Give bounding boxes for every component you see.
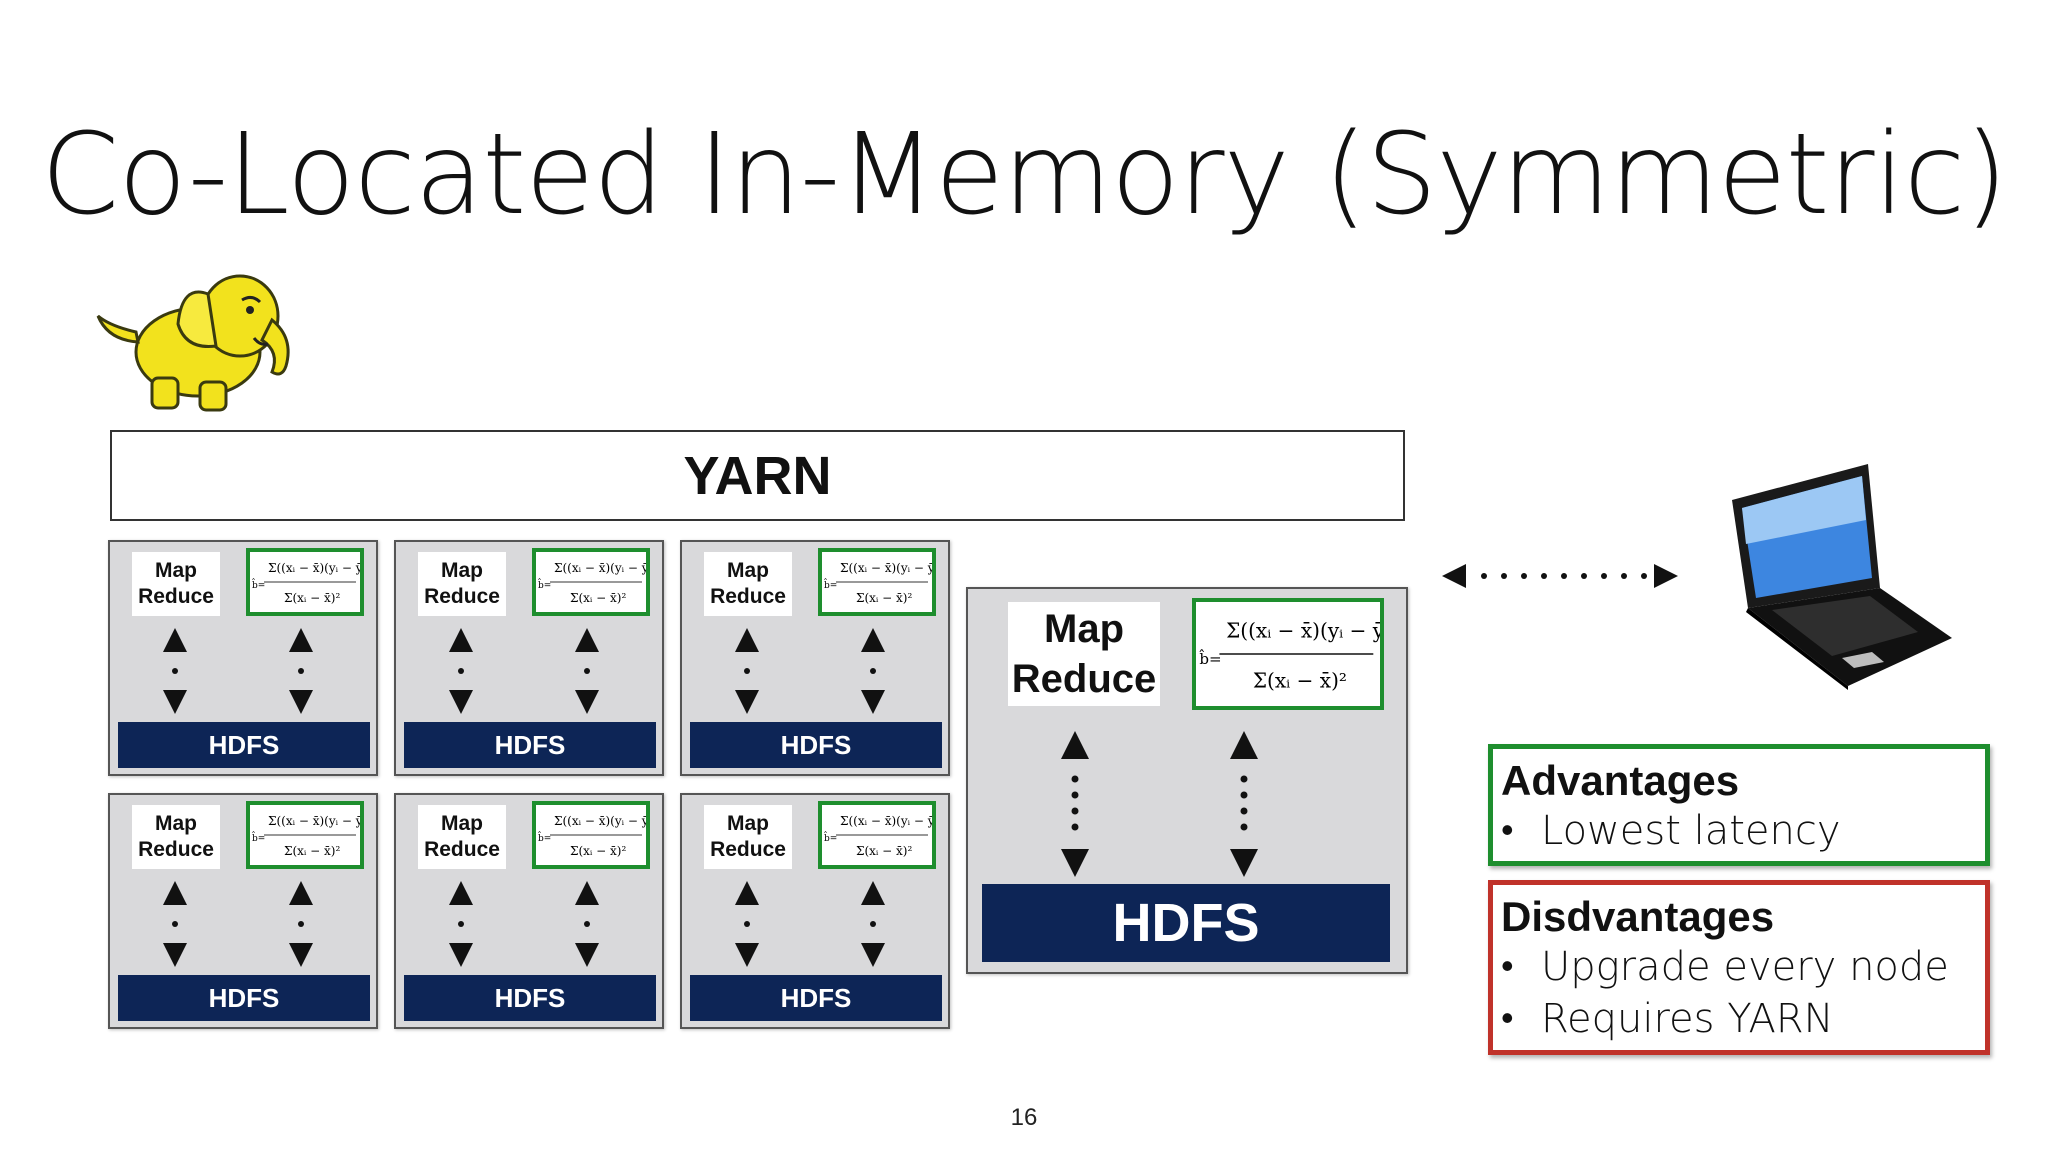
- svg-text:b̂=: b̂=: [538, 831, 552, 844]
- bidirectional-dotted-arrow-icon: [1442, 564, 1678, 588]
- map-reduce-label: Map Reduce: [132, 552, 220, 616]
- bidirectional-arrow: [449, 628, 473, 714]
- svg-text:b̂=: b̂=: [824, 578, 838, 591]
- hdfs-layer: HDFS: [404, 722, 656, 768]
- bidirectional-arrow: [1230, 731, 1258, 877]
- bidirectional-arrow: [861, 628, 885, 714]
- regression-formula: Σ((xᵢ − x̄)(yᵢ − ȳ))b̂= Σ(xᵢ − x̄)²: [818, 801, 936, 869]
- regression-formula: Σ((xᵢ − x̄)(yᵢ − ȳ))b̂= Σ(xᵢ − x̄)²: [532, 801, 650, 869]
- cluster-node: Map Reduce Σ((xᵢ − x̄)(yᵢ − ȳ))b̂= Σ(xᵢ −…: [108, 540, 378, 776]
- svg-text:Σ(xᵢ − x̄)²: Σ(xᵢ − x̄)²: [1253, 668, 1347, 692]
- map-reduce-label: Map Reduce: [704, 805, 792, 869]
- bidirectional-arrow: [289, 628, 313, 714]
- bidirectional-arrow: [163, 628, 187, 714]
- svg-text:b̂=: b̂=: [252, 578, 266, 591]
- cluster-node: Map Reduce Σ((xᵢ − x̄)(yᵢ − ȳ))b̂= Σ(xᵢ −…: [394, 540, 664, 776]
- bidirectional-arrow: [163, 881, 187, 967]
- svg-text:Σ(xᵢ − x̄)²: Σ(xᵢ − x̄)²: [856, 844, 912, 858]
- bidirectional-arrow: [449, 881, 473, 967]
- svg-text:Σ((xᵢ − x̄)(yᵢ − ȳ)): Σ((xᵢ − x̄)(yᵢ − ȳ)): [268, 814, 360, 828]
- large-cluster-node: Map Reduce Σ((xᵢ − x̄)(yᵢ − ȳ))b̂= Σ(xᵢ −…: [966, 587, 1408, 974]
- svg-text:Σ((xᵢ − x̄)(yᵢ − ȳ)): Σ((xᵢ − x̄)(yᵢ − ȳ)): [554, 561, 646, 575]
- hdfs-layer: HDFS: [404, 975, 656, 1021]
- svg-text:Σ((xᵢ − x̄)(yᵢ − ȳ)): Σ((xᵢ − x̄)(yᵢ − ȳ)): [840, 561, 932, 575]
- bidirectional-arrow: [861, 881, 885, 967]
- cluster-node: Map Reduce Σ((xᵢ − x̄)(yᵢ − ȳ))b̂= Σ(xᵢ −…: [680, 793, 950, 1029]
- hdfs-layer: HDFS: [118, 722, 370, 768]
- cluster-node: Map Reduce Σ((xᵢ − x̄)(yᵢ − ȳ))b̂= Σ(xᵢ −…: [680, 540, 950, 776]
- advantages-list: •Lowest latency: [1501, 805, 1985, 857]
- regression-formula: Σ((xᵢ − x̄)(yᵢ − ȳ))b̂= Σ(xᵢ − x̄)²: [532, 548, 650, 616]
- svg-text:b̂=: b̂=: [252, 831, 266, 844]
- hdfs-layer: HDFS: [118, 975, 370, 1021]
- map-reduce-label: Map Reduce: [418, 805, 506, 869]
- laptop-icon: [1732, 464, 1952, 690]
- hadoop-elephant-logo: [96, 274, 290, 412]
- bullet-icon: •: [1501, 998, 1514, 1039]
- svg-text:Σ((xᵢ − x̄)(yᵢ − ȳ)): Σ((xᵢ − x̄)(yᵢ − ȳ)): [554, 814, 646, 828]
- map-reduce-label: Map Reduce: [1008, 602, 1160, 706]
- svg-text:Σ(xᵢ − x̄)²: Σ(xᵢ − x̄)²: [570, 591, 626, 605]
- svg-text:b̂=: b̂=: [538, 578, 552, 591]
- map-reduce-label: Map Reduce: [418, 552, 506, 616]
- map-reduce-label: Map Reduce: [704, 552, 792, 616]
- bidirectional-arrow: [575, 881, 599, 967]
- bullet-icon: •: [1501, 810, 1514, 851]
- list-item: •Lowest latency: [1501, 805, 1985, 857]
- advantages-box: Advantages •Lowest latency: [1488, 744, 1990, 866]
- page-number: 16: [1010, 1104, 1038, 1131]
- regression-formula: Σ((xᵢ − x̄)(yᵢ − ȳ))b̂= Σ(xᵢ − x̄)²: [246, 548, 364, 616]
- bidirectional-arrow: [735, 881, 759, 967]
- svg-text:Σ(xᵢ − x̄)²: Σ(xᵢ − x̄)²: [570, 844, 626, 858]
- slide-title: Co-Located In-Memory (Symmetric): [41, 110, 2008, 240]
- regression-formula: Σ((xᵢ − x̄)(yᵢ − ȳ))b̂= Σ(xᵢ − x̄)²: [818, 548, 936, 616]
- svg-text:Σ((xᵢ − x̄)(yᵢ − ȳ)): Σ((xᵢ − x̄)(yᵢ − ȳ)): [840, 814, 932, 828]
- hdfs-layer: HDFS: [690, 722, 942, 768]
- bullet-icon: •: [1501, 946, 1514, 987]
- svg-text:b̂=: b̂=: [824, 831, 838, 844]
- hdfs-layer: HDFS: [982, 884, 1390, 962]
- list-item: •Upgrade every node: [1501, 941, 1985, 993]
- svg-text:Σ(xᵢ − x̄)²: Σ(xᵢ − x̄)²: [284, 591, 340, 605]
- disadvantages-heading: Disdvantages: [1501, 893, 1775, 940]
- disadvantages-list: •Upgrade every node •Requires YARN: [1501, 941, 1985, 1045]
- svg-text:b̂=: b̂=: [1199, 649, 1222, 668]
- svg-text:Σ((xᵢ − x̄)(yᵢ − ȳ)): Σ((xᵢ − x̄)(yᵢ − ȳ)): [268, 561, 360, 575]
- map-reduce-label: Map Reduce: [132, 805, 220, 869]
- cluster-node: Map Reduce Σ((xᵢ − x̄)(yᵢ − ȳ))b̂= Σ(xᵢ −…: [394, 793, 664, 1029]
- hdfs-layer: HDFS: [690, 975, 942, 1021]
- yarn-layer: YARN: [110, 430, 1405, 521]
- list-item: •Requires YARN: [1501, 993, 1985, 1045]
- bidirectional-arrow: [1061, 731, 1089, 877]
- regression-formula: Σ((xᵢ − x̄)(yᵢ − ȳ))b̂= Σ(xᵢ − x̄)²: [246, 801, 364, 869]
- bidirectional-arrow: [575, 628, 599, 714]
- advantages-heading: Advantages: [1501, 757, 1740, 804]
- svg-text:Σ(xᵢ − x̄)²: Σ(xᵢ − x̄)²: [284, 844, 340, 858]
- bidirectional-arrow: [289, 881, 313, 967]
- bidirectional-arrow: [735, 628, 759, 714]
- svg-text:Σ((xᵢ − x̄)(yᵢ − ȳ)): Σ((xᵢ − x̄)(yᵢ − ȳ)): [1226, 618, 1380, 642]
- cluster-node: Map Reduce Σ((xᵢ − x̄)(yᵢ − ȳ))b̂= Σ(xᵢ −…: [108, 793, 378, 1029]
- svg-text:Σ(xᵢ − x̄)²: Σ(xᵢ − x̄)²: [856, 591, 912, 605]
- regression-formula: Σ((xᵢ − x̄)(yᵢ − ȳ))b̂= Σ(xᵢ − x̄)²: [1192, 598, 1384, 710]
- disadvantages-box: Disdvantages •Upgrade every node •Requir…: [1488, 880, 1990, 1055]
